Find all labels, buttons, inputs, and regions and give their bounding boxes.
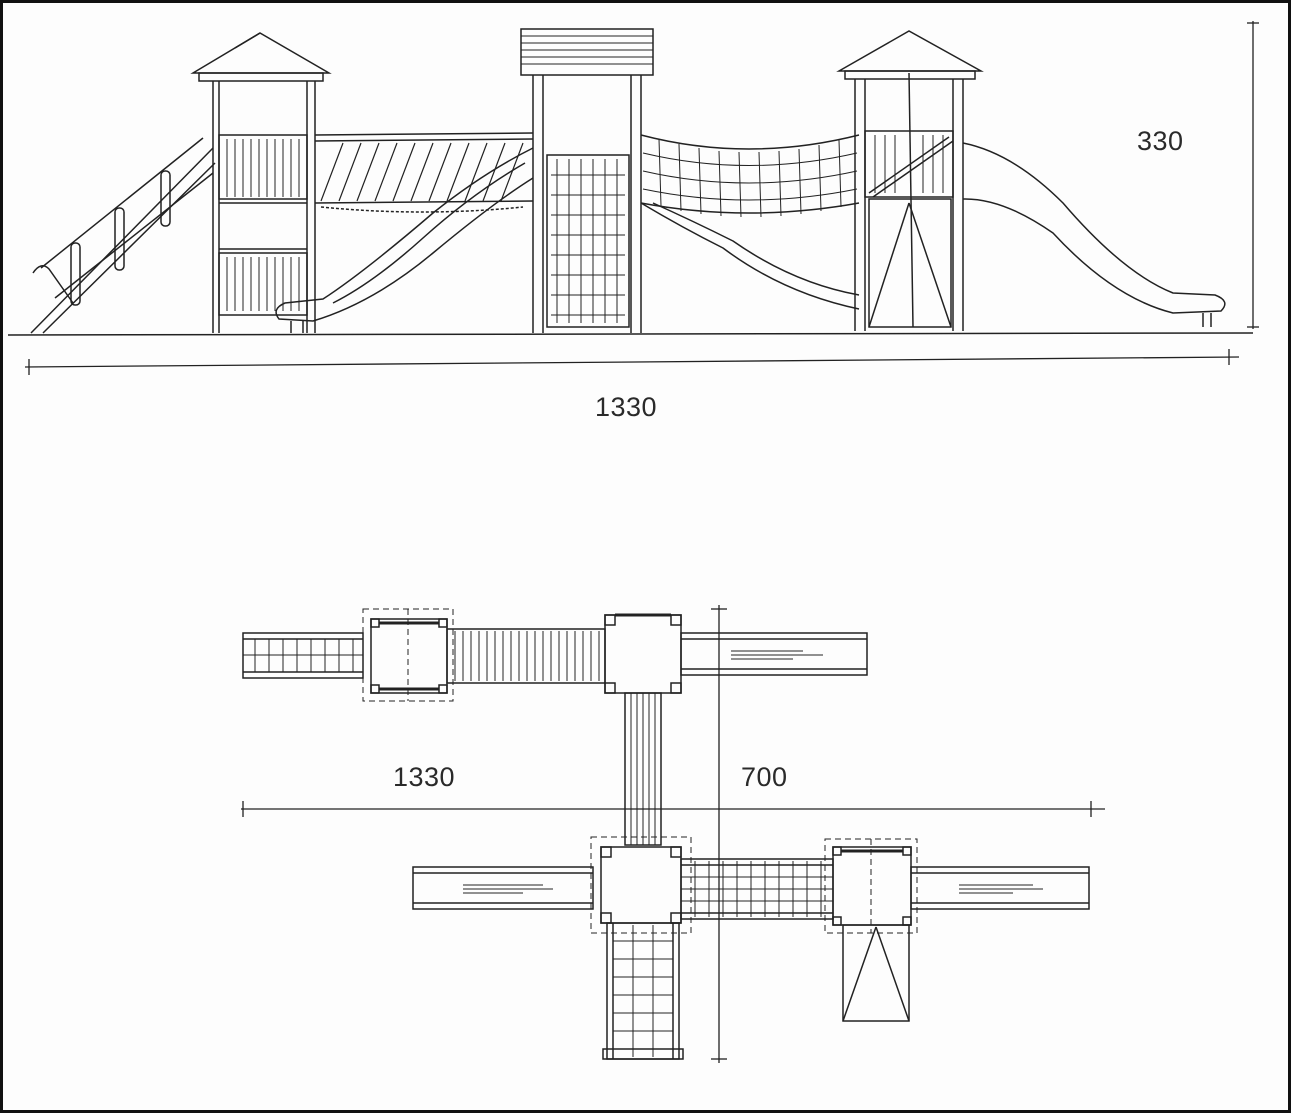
plan-slide-bottom-left xyxy=(412,866,594,910)
plan-view xyxy=(241,605,1105,1063)
height-dimension-label: 330 xyxy=(1137,126,1184,156)
left-ladder xyxy=(30,137,216,334)
plan-tower-top-centre xyxy=(604,613,682,694)
plan-depth-dimension-label: 700 xyxy=(741,762,788,792)
plan-ladder-bottom xyxy=(602,922,684,1060)
plan-slide-bottom-right xyxy=(910,866,1090,910)
left-slide xyxy=(275,147,534,333)
elevation-width-dimension-label: 1330 xyxy=(595,392,658,422)
plan-width-dimension xyxy=(241,801,1105,817)
plan-width-dimension-label: 1330 xyxy=(393,762,456,792)
right-tower xyxy=(836,30,984,331)
elevation-width-dimension xyxy=(24,349,1240,375)
centre-tower xyxy=(520,28,654,333)
plan-tower-left xyxy=(362,608,454,702)
height-dimension xyxy=(1247,21,1259,329)
plan-plank-bridge xyxy=(446,628,606,684)
middle-slide xyxy=(640,202,860,310)
left-tower xyxy=(190,32,332,333)
plan-net-bridge xyxy=(680,858,834,920)
right-slide xyxy=(962,142,1226,327)
plank-bridge xyxy=(314,132,534,213)
plan-depth-dimension xyxy=(711,605,727,1063)
plan-ramp-bottom-right xyxy=(842,924,910,1022)
plan-connecting-bridge xyxy=(624,692,662,846)
elevation-view xyxy=(7,21,1259,375)
plan-tower-bottom-centre xyxy=(590,836,692,934)
plan-slide-top-right xyxy=(680,632,868,676)
plan-ladder-left xyxy=(242,632,364,679)
ground-line xyxy=(7,332,1254,336)
plan-tower-bottom-right xyxy=(824,838,918,934)
net-bridge xyxy=(640,134,860,218)
